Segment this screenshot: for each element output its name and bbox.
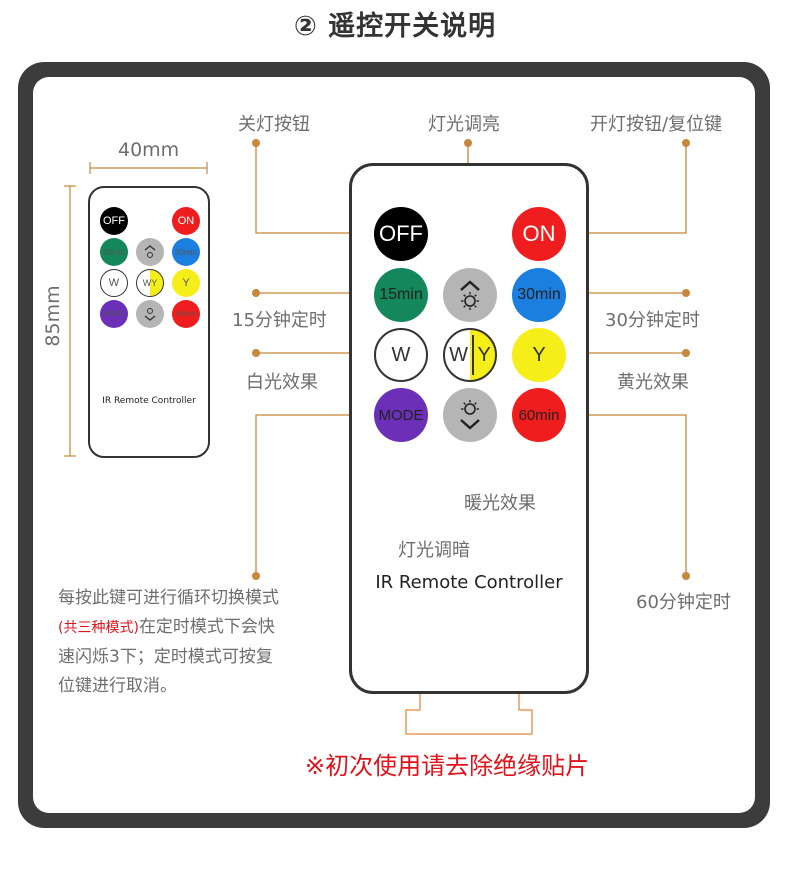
brightness-up-icon (460, 280, 480, 310)
mode-desc-line2-rest: 在定时模式下会快 (138, 617, 275, 637)
small-30min-button[interactable]: 30min (172, 238, 200, 266)
callout-15min: 15分钟定时 (232, 310, 327, 331)
mode-desc-line3: 速闪烁3下；定时模式可按复 (58, 647, 273, 667)
off-button[interactable]: OFF (374, 207, 428, 261)
small-brightness-up-button[interactable] (136, 238, 164, 266)
height-dimension-label: 85mm (42, 285, 64, 347)
small-15min-button[interactable]: 15min (100, 238, 128, 266)
brightness-down-icon (460, 400, 480, 430)
small-white-button[interactable]: W (100, 269, 128, 297)
small-off-button[interactable]: OFF (100, 207, 128, 235)
warm-w-label: W (449, 343, 469, 366)
30min-button[interactable]: 30min (512, 268, 566, 322)
insulation-warning: ※初次使用请去除绝缘贴片 (305, 752, 590, 780)
leader-mode (255, 414, 374, 576)
warm-y-label: Y (477, 343, 491, 366)
callout-off: 关灯按钮 (238, 114, 310, 135)
small-brightness-down-button[interactable] (136, 300, 164, 328)
small-yellow-button[interactable]: Y (172, 269, 200, 297)
callout-white: 白光效果 (246, 372, 318, 393)
15min-button[interactable]: 15min (374, 268, 428, 322)
small-empty-slot (137, 207, 165, 235)
callout-warm: 暖光效果 (464, 493, 536, 514)
leader-60min (565, 414, 687, 576)
60min-button[interactable]: 60min (512, 388, 566, 442)
brightness-up-icon (144, 245, 156, 258)
mode-desc-line2: (共三种模式)在定时模式下会快 (58, 613, 279, 643)
small-warm-w-label: W (142, 278, 152, 288)
small-60min-button[interactable]: 60min (172, 300, 200, 328)
page-title: ② 遥控开关说明 (293, 11, 497, 42)
callout-brighten: 灯光调亮 (428, 114, 500, 135)
callout-on-reset: 开灯按钮/复位键 (590, 114, 723, 135)
battery-tab (405, 694, 533, 735)
callout-30min: 30分钟定时 (605, 310, 700, 331)
yellow-button[interactable]: Y (512, 328, 566, 382)
leader-on (565, 143, 687, 234)
callout-yellow: 黄光效果 (617, 372, 689, 393)
mode-desc-line4: 位键进行取消。 (58, 676, 177, 696)
mode-button[interactable]: MODE (374, 388, 428, 442)
brightness-down-icon (144, 308, 156, 321)
brightness-up-button[interactable] (443, 268, 497, 322)
mode-count-note: (共三种模式) (58, 620, 139, 636)
brightness-down-button[interactable] (443, 388, 497, 442)
small-warm-y-label: Y (151, 278, 158, 288)
large-remote-brand: IR Remote Controller (375, 572, 563, 593)
small-on-button[interactable]: ON (172, 207, 200, 235)
white-button[interactable]: W (374, 328, 428, 382)
callout-dim: 灯光调暗 (398, 540, 470, 561)
leader-off (255, 143, 374, 234)
on-button[interactable]: ON (512, 207, 566, 261)
mode-description: 每按此键可进行循环切换模式 (共三种模式)在定时模式下会快 速闪烁3下；定时模式… (58, 584, 279, 701)
width-dimension-label: 40mm (118, 139, 180, 161)
mode-desc-line1: 每按此键可进行循环切换模式 (58, 588, 279, 608)
small-mode-button[interactable]: MODE (100, 300, 128, 328)
small-remote-brand: IR Remote Controller (102, 396, 196, 406)
callout-60min: 60分钟定时 (636, 592, 731, 613)
